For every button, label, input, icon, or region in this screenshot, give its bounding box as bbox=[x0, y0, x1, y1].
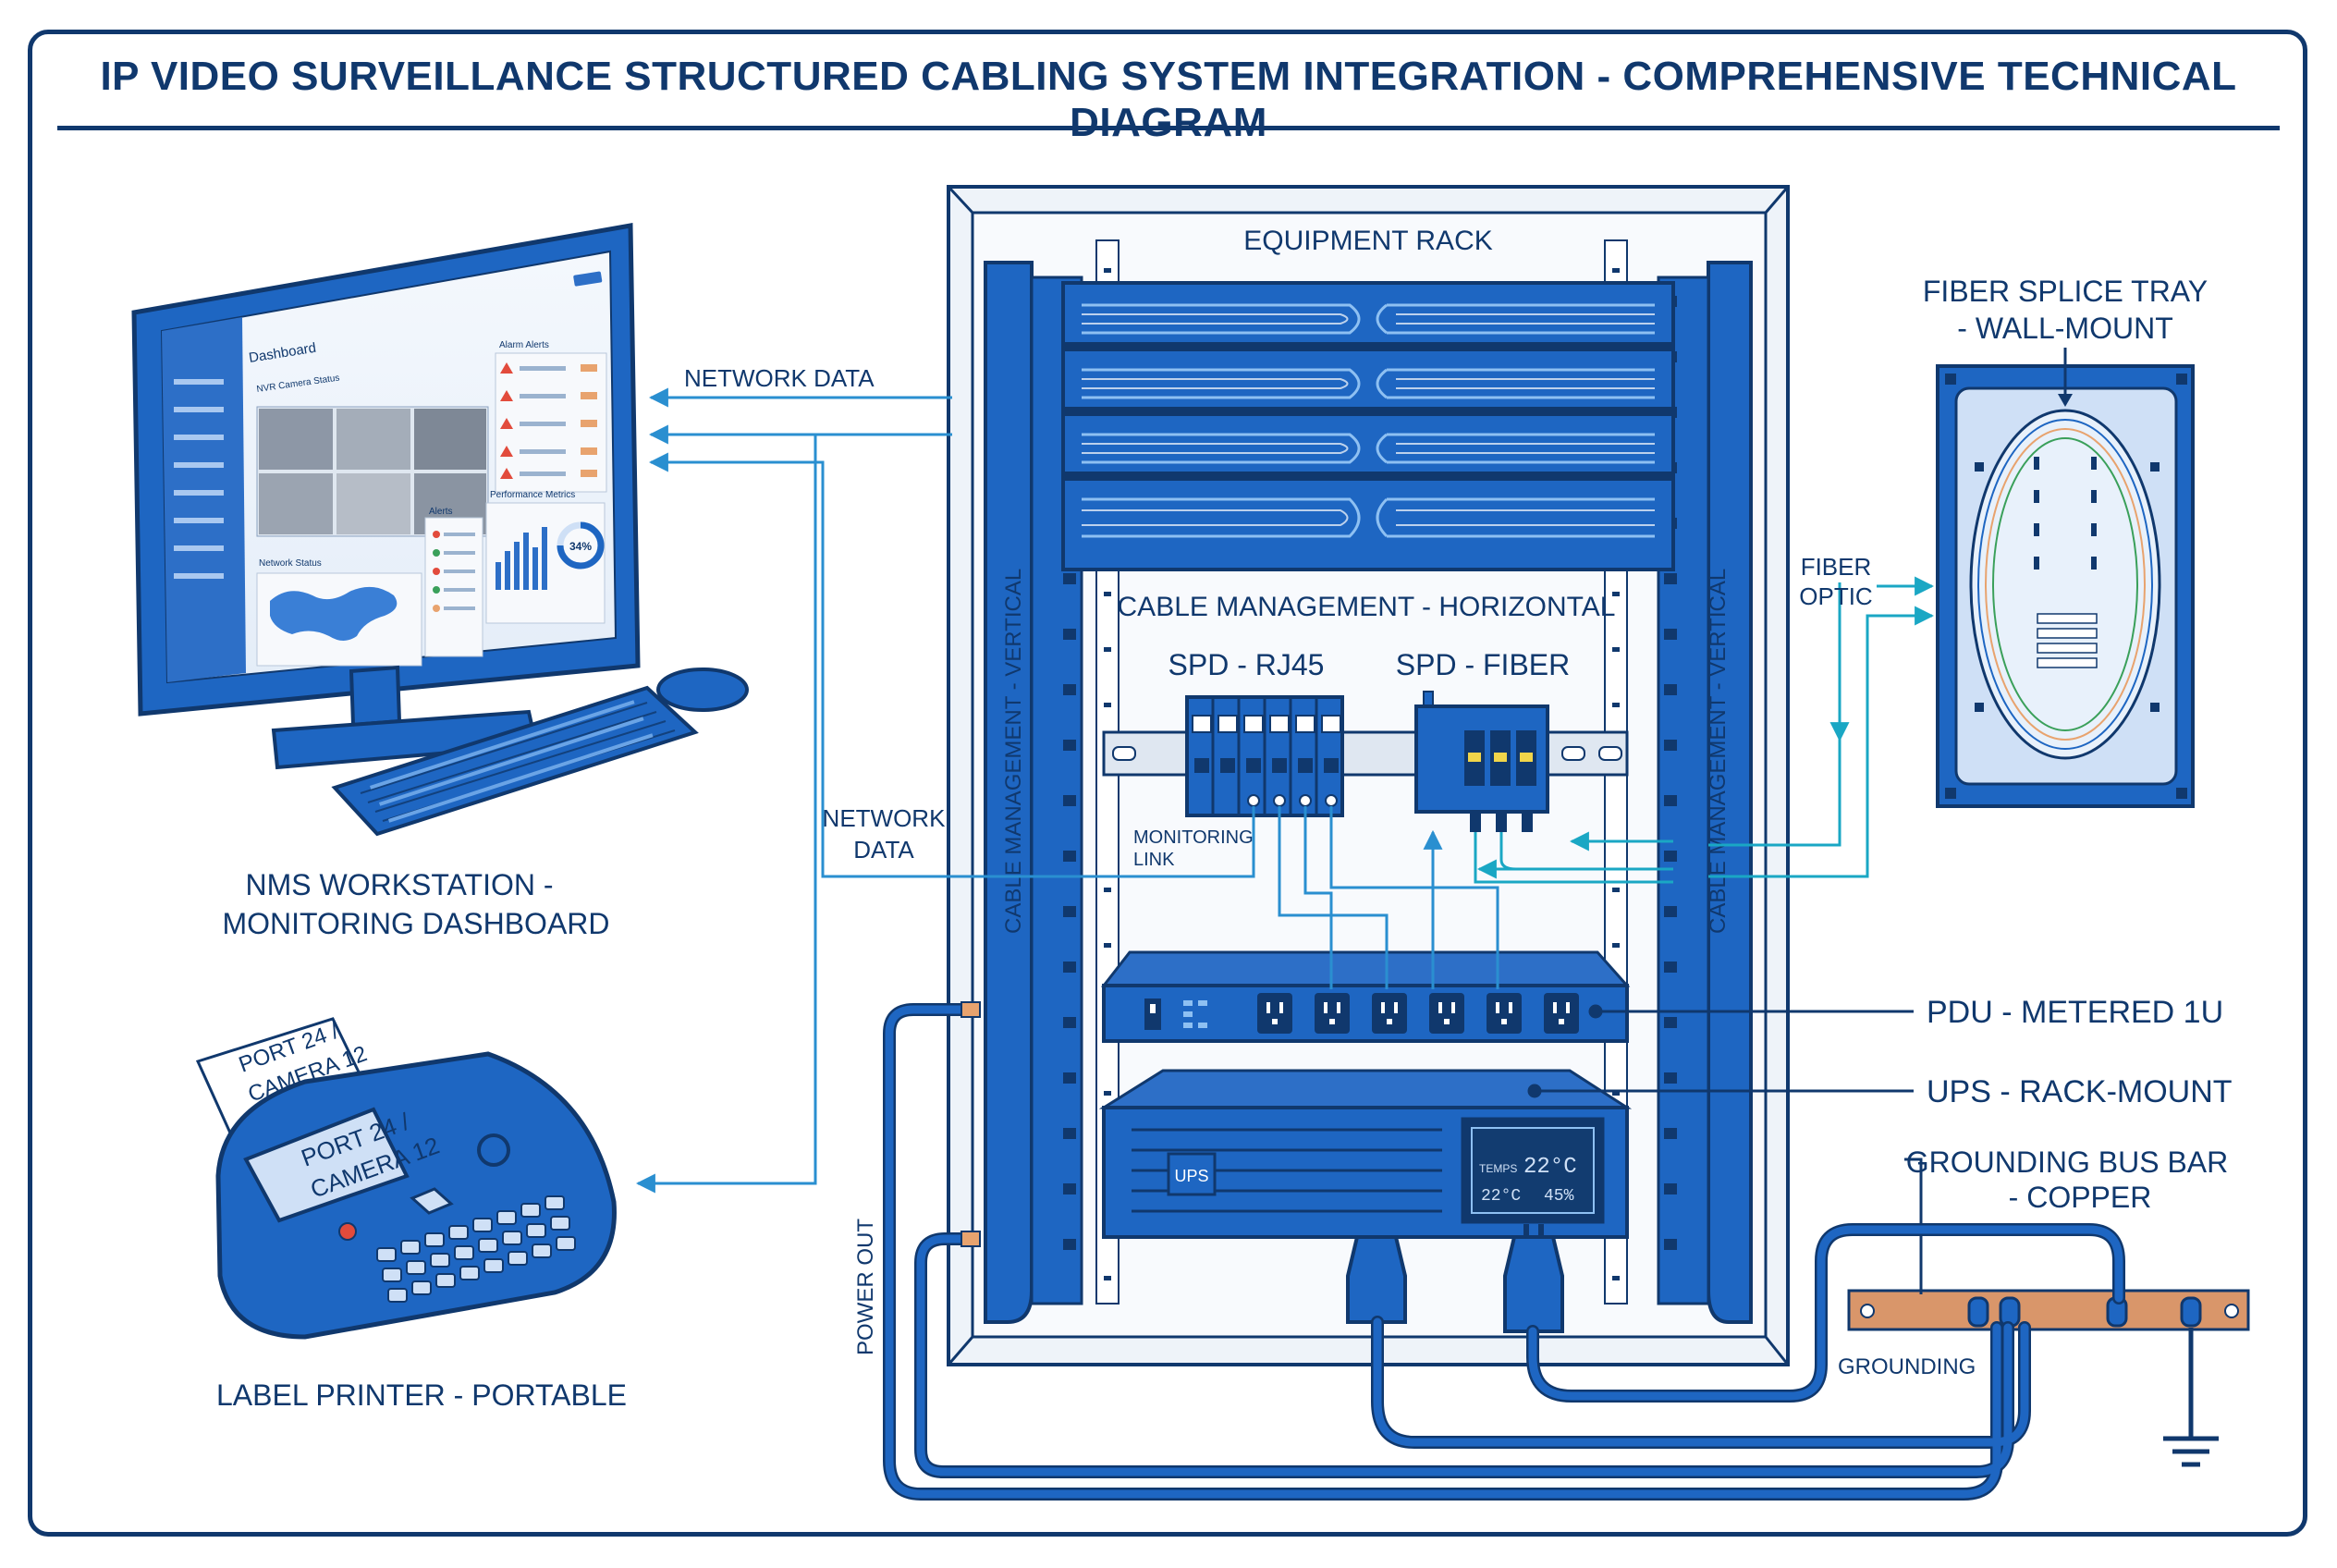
vertical-manager-right-label: CABLE MANAGEMENT - VERTICAL bbox=[1706, 569, 1731, 934]
power-cables bbox=[883, 1001, 2125, 1501]
alarm-list: Alarm Alerts bbox=[495, 340, 607, 493]
sidebar-menu bbox=[174, 379, 224, 579]
spd-rj45-module: SPD - RJ45 bbox=[1168, 648, 1344, 817]
performance-panel: Performance Metrics 34% bbox=[485, 490, 606, 624]
mouse bbox=[656, 668, 749, 712]
fiber-tray-label-line1: FIBER SPLICE TRAY bbox=[1923, 275, 2208, 308]
alerts-title: Alerts bbox=[429, 507, 453, 517]
printer-label: LABEL PRINTER - PORTABLE bbox=[216, 1378, 627, 1412]
spd-rj45-label: SPD - RJ45 bbox=[1168, 648, 1325, 681]
ups-display-row1-label: TEMPS bbox=[1479, 1162, 1517, 1175]
data-flow-lines bbox=[635, 387, 1935, 1194]
workstation-label-line1: NMS WORKSTATION - bbox=[245, 868, 553, 901]
alerts-panel: Alerts bbox=[424, 507, 483, 657]
bus-bar-label-line1: GROUNDING BUS BAR bbox=[1906, 1145, 2228, 1179]
ups-display-row1-value: 22°C bbox=[1523, 1155, 1577, 1180]
horizontal-manager-label: CABLE MANAGEMENT - HORIZONTAL bbox=[1118, 592, 1616, 622]
ups-power-plugs bbox=[1346, 1224, 1564, 1333]
spd-fiber-label: SPD - FIBER bbox=[1396, 648, 1570, 681]
keyboard bbox=[331, 685, 699, 837]
spd-fiber-module: SPD - FIBER bbox=[1396, 648, 1570, 832]
horizontal-cable-manager bbox=[1061, 281, 1675, 571]
nms-workstation: Dashboard NVR Camera Status Alarm Alerts bbox=[131, 223, 749, 940]
ups-badge: UPS bbox=[1174, 1167, 1208, 1185]
monitoring-link-line1: MONITORING bbox=[1133, 827, 1254, 848]
rack-title: EQUIPMENT RACK bbox=[1243, 226, 1493, 256]
map-title: Network Status bbox=[259, 558, 322, 569]
ups-rack-mount: UPS TEMPS 22°C 22°C 45% bbox=[1098, 1069, 1633, 1239]
grounding-label: GROUNDING bbox=[1838, 1354, 1976, 1379]
bus-bar-label-line2: - COPPER bbox=[2009, 1181, 2152, 1214]
monitor: Dashboard NVR Camera Status Alarm Alerts bbox=[131, 223, 641, 717]
leader-lines bbox=[1527, 1004, 1914, 1098]
monitor-stand bbox=[271, 665, 539, 770]
monitoring-link-line2: LINK bbox=[1133, 850, 1175, 870]
power-out-label: POWER OUT bbox=[853, 1219, 878, 1355]
pdu-metered-1u bbox=[1100, 950, 1631, 1043]
fiber-optic-line1: FIBER bbox=[1801, 553, 1872, 581]
camera-grid: NVR Camera Status bbox=[256, 373, 489, 537]
gauge-value: 34% bbox=[569, 540, 592, 553]
vertical-manager-right: CABLE MANAGEMENT - VERTICAL bbox=[1657, 261, 1753, 1324]
vertical-manager-left-label: CABLE MANAGEMENT - VERTICAL bbox=[1001, 569, 1026, 934]
network-data-mid-line1: NETWORK bbox=[823, 804, 947, 832]
title-divider bbox=[57, 126, 2280, 130]
network-data-mid-line2: DATA bbox=[853, 836, 914, 864]
equipment-rack: EQUIPMENT RACK bbox=[947, 185, 1790, 1366]
printer-keypad bbox=[376, 1195, 576, 1303]
network-data-top-label: NETWORK DATA bbox=[684, 364, 875, 392]
pdu-label: PDU - METERED 1U bbox=[1927, 995, 2223, 1030]
fiber-optic-line2: OPTIC bbox=[1799, 582, 1872, 610]
label-printer: PORT 24 / CAMERA 12 PORT 24 / CAMERA 12 … bbox=[195, 1017, 627, 1412]
ups-display-row2-left: 22°C bbox=[1481, 1187, 1521, 1206]
grounding-bus-bar: GROUNDING BUS BAR - COPPER bbox=[1847, 1145, 2250, 1467]
perf-title: Performance Metrics bbox=[490, 490, 575, 500]
workstation-label-line2: MONITORING DASHBOARD bbox=[223, 907, 610, 940]
network-map: Network Status bbox=[256, 558, 422, 667]
alarms-title: Alarm Alerts bbox=[499, 340, 549, 350]
fiber-tray-label-line2: - WALL-MOUNT bbox=[1957, 312, 2172, 345]
ups-label: UPS - RACK-MOUNT bbox=[1927, 1074, 2233, 1109]
diagram-title: IP VIDEO SURVEILLANCE STRUCTURED CABLING… bbox=[100, 54, 2237, 145]
ups-display-row2-right: 45% bbox=[1544, 1187, 1574, 1206]
fiber-splice-tray: FIBER SPLICE TRAY - WALL-MOUNT bbox=[1923, 275, 2208, 808]
vertical-manager-left: CABLE MANAGEMENT - VERTICAL bbox=[984, 261, 1083, 1324]
